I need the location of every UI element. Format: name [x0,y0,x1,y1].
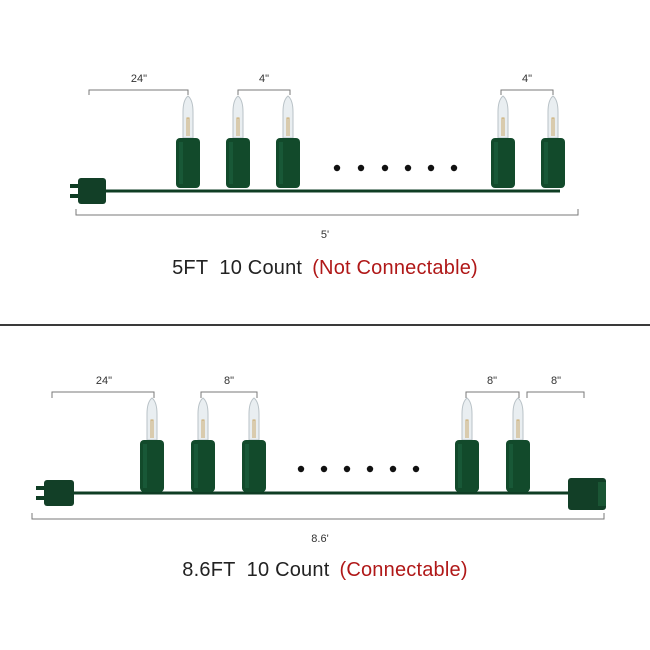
dimension-spacing-label: 8" [487,375,497,387]
panel-not-connectable: 24" 4" 4" [0,73,650,280]
bulb [140,397,164,492]
dimension-total-label: 5' [321,229,329,241]
dimension-spacing-label: 4" [259,73,269,85]
caption-top: 5FT 10 Count (Not Connectable) [0,257,650,280]
dimension-spacing-left-bottom: 8" [200,375,258,398]
bulb [226,95,250,188]
caption-note: (Connectable) [339,559,468,581]
dimension-total-label: 8.6' [311,533,328,545]
dimension-lead-bottom: 24" [51,375,155,398]
dimension-tail-label: 8" [551,375,561,387]
ellipsis-dots [333,164,458,172]
bulb [506,397,530,492]
ellipsis-dots [297,465,420,473]
dimension-spacing-right-top: 4" [500,73,554,95]
dimension-lead-label: 24" [96,375,112,387]
bulb [491,95,515,188]
bulb [276,95,300,188]
light-string-diagram-bottom: 24" 8" 8" 8" [31,375,606,545]
dimension-lead-label: 24" [131,73,147,85]
bulb [191,397,215,492]
caption-spec: 8.6FT 10 Count [182,559,330,581]
caption-bottom: 8.6FT 10 Count (Connectable) [0,559,650,582]
caption-note: (Not Connectable) [312,257,478,279]
dimension-spacing-right-bottom: 8" [465,375,520,398]
divider [0,324,650,326]
caption-spec: 5FT 10 Count [172,257,303,279]
bulb [176,95,200,188]
light-string-diagram-top: 24" 4" 4" [70,73,579,241]
dimension-lead-top: 24" [88,73,189,95]
bulb [242,397,266,492]
dimension-total-top: 5' [75,209,579,241]
female-connector [568,478,606,510]
panel-connectable: 24" 8" 8" 8" [0,326,650,650]
dimension-spacing-label: 8" [224,375,234,387]
dimension-tail-bottom: 8" [526,375,585,398]
dimension-spacing-left-top: 4" [237,73,291,95]
bulb [541,95,565,188]
bulb [455,397,479,492]
dimension-spacing-label: 4" [522,73,532,85]
male-plug [70,178,106,204]
male-plug [36,480,74,506]
dimension-total-bottom: 8.6' [31,513,605,545]
